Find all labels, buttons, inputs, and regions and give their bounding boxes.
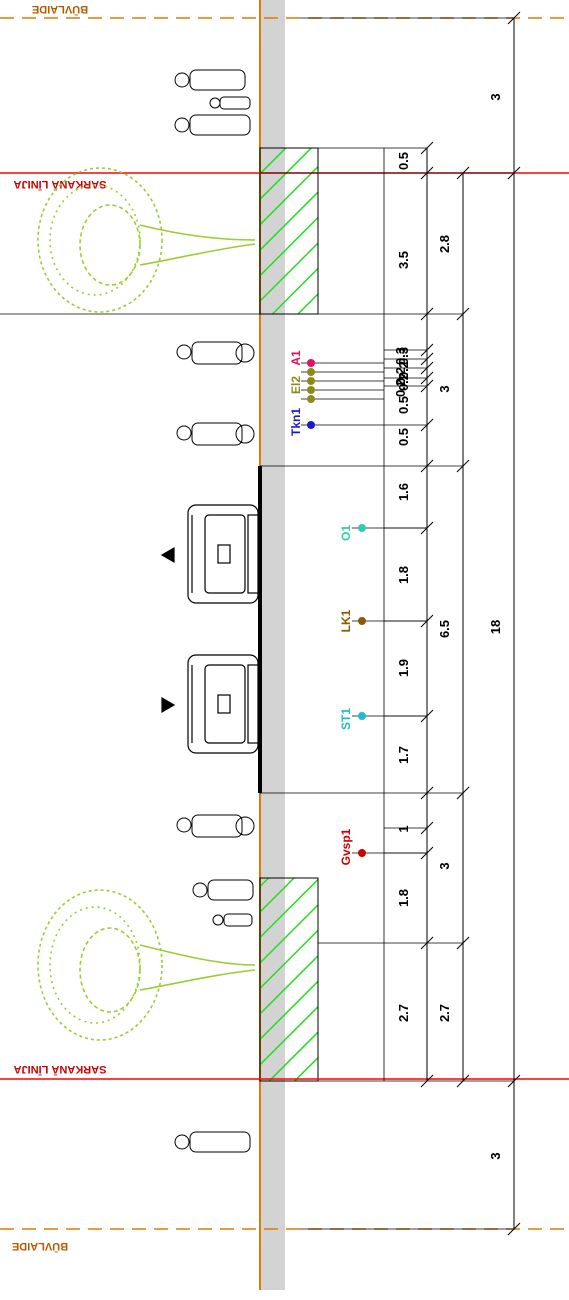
dim-col2-0: 0.3 <box>396 347 411 365</box>
dim-col4-1: 18 <box>488 620 503 634</box>
car-bottom <box>161 654 261 754</box>
car-top <box>160 504 261 604</box>
building-line-label-bottom: BŪVLAIDE <box>12 1240 68 1252</box>
cyclist-top <box>176 341 255 446</box>
utility-label-tkn1: Tkn1 <box>289 408 303 436</box>
dim-col2-1: 0.2 <box>396 361 411 379</box>
dim-col3-3: 3 <box>437 862 452 869</box>
utility-st1: ST1 <box>339 708 427 730</box>
pedestrians-top <box>174 69 251 136</box>
dim-col1-4: 0.2 <box>393 379 408 397</box>
utility-tkn1: Tkn1 <box>289 408 384 436</box>
dim-col2-3: 2.7 <box>437 1004 452 1022</box>
dim-col1-6: 0.5 <box>396 428 411 446</box>
dim-col1-3: 0.2 <box>393 367 408 385</box>
dimension-values: 0.53.50.30.20.20.50.51.61.81.91.711.82.7… <box>393 93 503 1159</box>
utility-a1: A1 <box>289 350 384 367</box>
pedestrians-bottom <box>174 879 254 1153</box>
dim-col1-13: 2.7 <box>396 1004 411 1022</box>
utility-o1: O1 <box>339 524 427 541</box>
utility-label-o1: O1 <box>339 525 353 541</box>
utility-label-lk1: LK1 <box>339 609 353 632</box>
utility-label-st1: ST1 <box>339 708 353 730</box>
red-line-label-bottom: SARKANĀ LĪNIJA <box>14 1063 107 1075</box>
dim-col1-11: 1 <box>396 825 411 832</box>
cyclist-bottom <box>176 814 255 838</box>
dim-col1-5: 0.5 <box>396 396 411 414</box>
dim-col1-12: 1.8 <box>396 889 411 907</box>
green-zone-top <box>259 147 319 315</box>
utility-label-a1: A1 <box>289 350 303 366</box>
dim-col1-8: 1.8 <box>396 566 411 584</box>
dim-col1-7: 1.6 <box>396 483 411 501</box>
dim-col1-2: 0.3 <box>393 347 408 365</box>
dim-col3-0: 2.8 <box>437 235 452 253</box>
tree-bottom <box>37 889 256 1041</box>
utility-gvsp1: Gvsp1 <box>339 828 427 865</box>
dim-col3-1: 3 <box>437 385 452 392</box>
utility-label-el2: El2 <box>289 376 303 394</box>
green-zone-bottom <box>259 877 319 1082</box>
utility-el2: El2 <box>289 368 384 403</box>
dim-col1-9: 1.9 <box>396 659 411 677</box>
dim-col1-0: 0.5 <box>396 152 411 170</box>
building-line-label-top: BŪVLAIDE <box>32 3 88 15</box>
dim-col3-2: 6.5 <box>437 620 452 638</box>
dim-col2-2: 0.2 <box>396 373 411 391</box>
dim-col4-2: 3 <box>488 1152 503 1159</box>
utility-lk1: LK1 <box>339 609 427 632</box>
dim-col1-1: 3.5 <box>396 251 411 269</box>
utility-label-gvsp1: Gvsp1 <box>339 828 353 865</box>
dim-col1-10: 1.7 <box>396 746 411 764</box>
dim-col4-0: 3 <box>488 93 503 100</box>
dimension-lines <box>0 11 521 1236</box>
tree-top <box>37 167 256 313</box>
